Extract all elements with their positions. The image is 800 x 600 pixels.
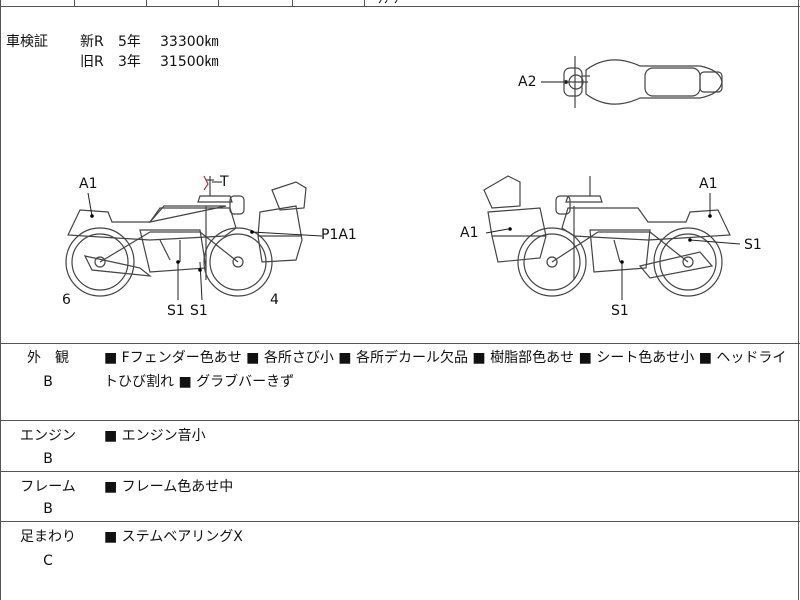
section-grade: B	[43, 374, 53, 390]
label-s1: S1	[744, 237, 762, 253]
section-grade: B	[43, 451, 53, 467]
section-name: フレーム	[20, 479, 76, 495]
section-grade: B	[43, 501, 53, 517]
label-a1: A1	[79, 176, 98, 192]
section-items: ■ エンジン音小	[104, 428, 206, 444]
section-items: ■ フレーム色あせ中	[104, 479, 234, 495]
section-grade: C	[43, 553, 53, 569]
header-divider	[146, 0, 147, 6]
label-t: T	[220, 174, 229, 190]
section-name: 外 観	[27, 350, 69, 366]
section-items: ■ Fフェンダー色あせ ■ 各所さび小 ■ 各所デカール欠品 ■ 樹脂部色あせ …	[104, 350, 787, 390]
label-6: 6	[62, 292, 71, 308]
header-divider	[74, 0, 75, 6]
inspection-type: 旧R	[80, 54, 104, 70]
label-4: 4	[270, 292, 279, 308]
header-divider	[218, 0, 219, 6]
inspection-years: 3年	[118, 54, 141, 70]
label-a2: A2	[518, 74, 537, 90]
top-row-text: ﾉﾉ ﾉ	[378, 0, 400, 8]
inspection-type: 新R	[80, 34, 104, 50]
inspection-price: 31500㎞	[160, 54, 219, 70]
label-s1: S1	[167, 303, 185, 319]
label-p1a1: P1A1	[321, 227, 357, 243]
top-view-motorcycle	[541, 56, 723, 108]
section-divider	[0, 471, 800, 472]
section-name: エンジン	[20, 428, 76, 444]
top-border	[0, 6, 800, 7]
section-items: ■ ステムベアリングX	[104, 529, 243, 545]
left-border	[0, 0, 1, 600]
section-divider	[0, 420, 800, 421]
inspection-years: 5年	[118, 34, 141, 50]
section-divider	[0, 521, 800, 522]
right-border	[798, 0, 799, 600]
inspection-label: 車検証	[6, 34, 48, 50]
label-s1: S1	[190, 303, 208, 319]
left-side-motorcycle	[65, 176, 307, 297]
label-a1: A1	[699, 176, 718, 192]
motorcycle-diagrams	[65, 56, 741, 301]
header-divider	[364, 0, 365, 6]
inspection-price: 33300㎞	[160, 34, 219, 50]
header-divider	[292, 0, 293, 6]
diagram-bottom-border	[0, 343, 800, 344]
label-s1: S1	[611, 303, 629, 319]
section-name: 足まわり	[20, 529, 76, 545]
right-side-motorcycle	[483, 175, 731, 297]
label-a1: A1	[460, 225, 479, 241]
